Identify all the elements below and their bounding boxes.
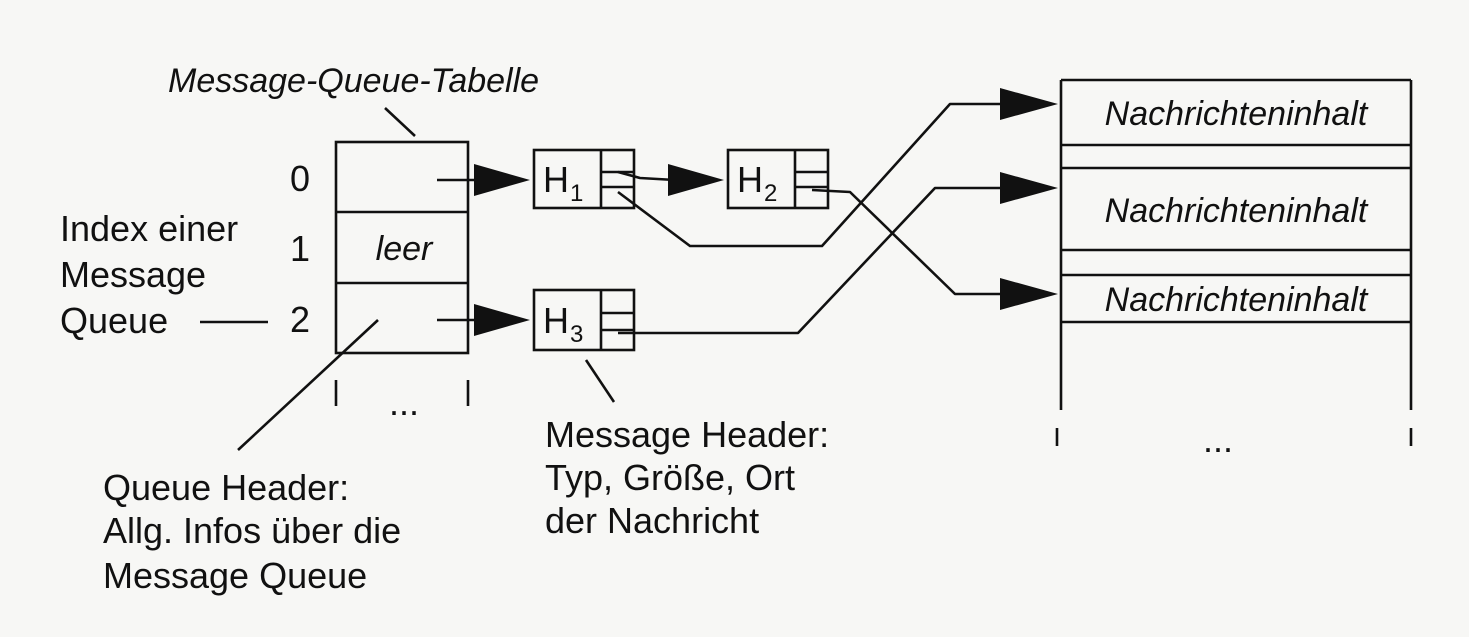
- title-pointer-line: [384, 107, 416, 137]
- message-header-h1: H 1: [532, 148, 636, 210]
- memory-slot-2: Nachrichteninhalt: [1105, 192, 1369, 230]
- h1-to-h2-link: [617, 170, 676, 182]
- h3-to-content-link: [618, 186, 1005, 335]
- queue-table: leer ...: [334, 140, 470, 423]
- arrowhead: [1000, 88, 1058, 120]
- h1-to-content-link: [617, 102, 1005, 248]
- row-1-cell: leer: [376, 230, 434, 268]
- index-label-line-1: Index einer: [60, 208, 238, 249]
- index-label-line-2: Message: [60, 254, 206, 295]
- header-subscript: 3: [570, 321, 583, 348]
- row-index-1: 1: [290, 228, 310, 269]
- message-header-h2: H 2: [726, 148, 830, 210]
- message-header-label-line-3: der Nachricht: [545, 500, 759, 541]
- arrowhead: [1000, 278, 1058, 310]
- header-letter: H: [737, 159, 763, 200]
- message-header-h3: H 3: [532, 288, 636, 352]
- memory-slot-1: Nachrichteninhalt: [1105, 95, 1369, 133]
- queue-header-label-line-2: Allg. Infos über die: [103, 510, 401, 551]
- header-subscript: 2: [764, 180, 777, 207]
- queue-header-pointer: [237, 319, 379, 451]
- message-header-label-line-2: Typ, Größe, Ort: [545, 457, 795, 498]
- arrowhead: [668, 164, 724, 196]
- h2-to-content-link: [811, 188, 1005, 296]
- memory-ellipsis: ...: [1203, 419, 1233, 460]
- arrowhead: [1000, 172, 1058, 204]
- queue-header-label-line-3: Message Queue: [103, 555, 367, 596]
- table-ellipsis: ...: [389, 382, 419, 423]
- message-header-pointer: [584, 359, 616, 403]
- message-header-label-line-1: Message Header:: [545, 414, 829, 455]
- message-header-box: [532, 148, 636, 210]
- row-index-2: 2: [290, 299, 310, 340]
- memory-slot-3: Nachrichteninhalt: [1105, 281, 1369, 319]
- message-header-box: [726, 148, 830, 210]
- message-memory: Nachrichteninhalt Nachrichteninhalt Nach…: [1055, 78, 1413, 460]
- table-title: Message-Queue-Tabelle: [168, 62, 539, 100]
- index-label-line-3: Queue: [60, 300, 168, 341]
- arrowhead: [474, 164, 530, 196]
- header-subscript: 1: [570, 180, 583, 207]
- message-header-box: [532, 288, 636, 352]
- header-letter: H: [543, 300, 569, 341]
- row-index-0: 0: [290, 158, 310, 199]
- arrowhead: [474, 304, 530, 336]
- queue-table-frame: [334, 140, 470, 355]
- queue-header-label-line-1: Queue Header:: [103, 467, 349, 508]
- header-letter: H: [543, 159, 569, 200]
